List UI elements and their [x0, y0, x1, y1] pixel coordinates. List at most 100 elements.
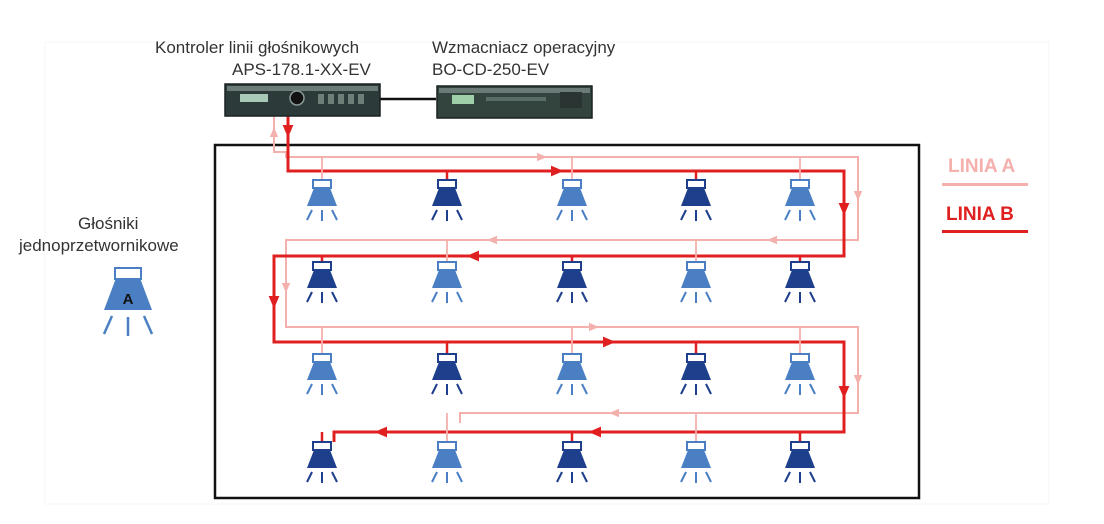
speaker-ray — [102, 315, 114, 335]
speaker-ray — [784, 209, 791, 221]
line-b-legend-label: LINIA B — [946, 204, 1014, 225]
speaker-ray — [809, 209, 816, 221]
speaker-ray — [809, 471, 816, 483]
speaker-ray — [680, 383, 687, 395]
line-a-arrow-icon — [281, 283, 291, 293]
speaker-ray — [556, 291, 563, 303]
speaker-ray — [680, 291, 687, 303]
speaker-cap — [437, 261, 457, 271]
controller-display — [240, 94, 268, 102]
speaker-icon — [431, 261, 463, 303]
speaker-cone — [681, 362, 711, 380]
speaker-cap — [686, 353, 706, 363]
speaker-icon — [680, 179, 712, 221]
speaker-cone — [681, 450, 711, 468]
speaker-cone — [432, 188, 462, 206]
amplifier-device — [436, 85, 593, 119]
speaker-icon — [431, 353, 463, 395]
speaker-cone — [307, 270, 337, 288]
speaker-cap — [790, 441, 810, 451]
background-panel — [44, 41, 1050, 505]
line-b-arrow-icon — [838, 386, 850, 399]
speaker-ray — [680, 471, 687, 483]
speaker-cap — [437, 179, 457, 189]
controller-name-label: Kontroler linii głośnikowych — [155, 38, 360, 57]
speaker-ray — [581, 291, 588, 303]
line-a-arrow-icon — [609, 408, 619, 418]
speaker-ray — [809, 383, 816, 395]
controller-button — [358, 94, 364, 104]
speaker-cone — [681, 270, 711, 288]
line-a-arrow-icon — [487, 235, 497, 245]
speaker-ray — [331, 209, 338, 221]
amplifier-device-top-edge — [439, 88, 590, 93]
speaker-ray — [456, 383, 463, 395]
speaker-icon — [431, 179, 463, 221]
speaker-ray — [431, 471, 438, 483]
speaker-cap — [790, 179, 810, 189]
speaker-ray — [431, 209, 438, 221]
amplifier-switch — [560, 92, 582, 108]
speaker-icon — [680, 441, 712, 483]
speaker-ray — [680, 209, 687, 221]
speaker-cone — [307, 362, 337, 380]
speaker-cap — [562, 179, 582, 189]
speaker-icon — [680, 261, 712, 303]
speaker-legend-title: Głośniki — [78, 214, 139, 233]
speaker-ray — [456, 291, 463, 303]
speaker-cap — [686, 261, 706, 271]
line-a-arrow-icon — [853, 191, 863, 201]
line-b-arrow-icon — [374, 426, 387, 438]
speaker-cone — [557, 270, 587, 288]
speaker-ray — [306, 209, 313, 221]
speaker-icon — [784, 441, 816, 483]
line-a-arrow-icon — [589, 322, 599, 332]
line-a-arrow-icon — [853, 375, 863, 385]
line-b-arrow-icon — [466, 250, 479, 262]
speaker-cone — [557, 450, 587, 468]
speaker-ray — [431, 383, 438, 395]
speaker-cap — [312, 179, 332, 189]
controller-model-label: APS-178.1-XX-EV — [232, 60, 371, 79]
speaker-cone — [432, 450, 462, 468]
speaker-cone — [785, 362, 815, 380]
speaker-icon — [556, 353, 588, 395]
speaker-cone — [307, 450, 337, 468]
speaker-icon — [784, 353, 816, 395]
line-a-arrow-icon — [269, 127, 279, 137]
line-b-arrow-icon — [268, 296, 280, 309]
controller-device — [224, 83, 381, 117]
speaker-ray — [705, 291, 712, 303]
speaker-icon — [431, 441, 463, 483]
speaker-ray — [142, 315, 154, 335]
controller-button — [328, 94, 334, 104]
speaker-icon — [306, 179, 338, 221]
speaker-ray — [431, 291, 438, 303]
speaker-ray — [705, 471, 712, 483]
line-b-arrow-icon — [282, 125, 294, 138]
speaker-ray — [556, 471, 563, 483]
speaker-cap — [686, 179, 706, 189]
speaker-ray — [331, 471, 338, 483]
speaker-icon — [556, 441, 588, 483]
speaker-cap — [312, 261, 332, 271]
speaker-cone — [104, 278, 152, 310]
line-a-arrow-icon — [767, 235, 777, 245]
controller-device-top-edge — [227, 86, 378, 91]
speaker-icon — [306, 261, 338, 303]
controller-button — [338, 94, 344, 104]
speaker-ray — [784, 471, 791, 483]
speaker-cap — [686, 441, 706, 451]
speaker-ray — [784, 383, 791, 395]
speaker-cap — [790, 353, 810, 363]
speaker-ray — [705, 383, 712, 395]
line-b-arrow-icon — [588, 426, 601, 438]
speaker-legend-subtitle: jednoprzetwornikowe — [19, 236, 179, 255]
speaker-cap — [114, 267, 142, 280]
line-b-legend-swatch — [942, 230, 1028, 233]
speaker-ray — [556, 383, 563, 395]
speaker-cone — [681, 188, 711, 206]
controller-button — [318, 94, 324, 104]
